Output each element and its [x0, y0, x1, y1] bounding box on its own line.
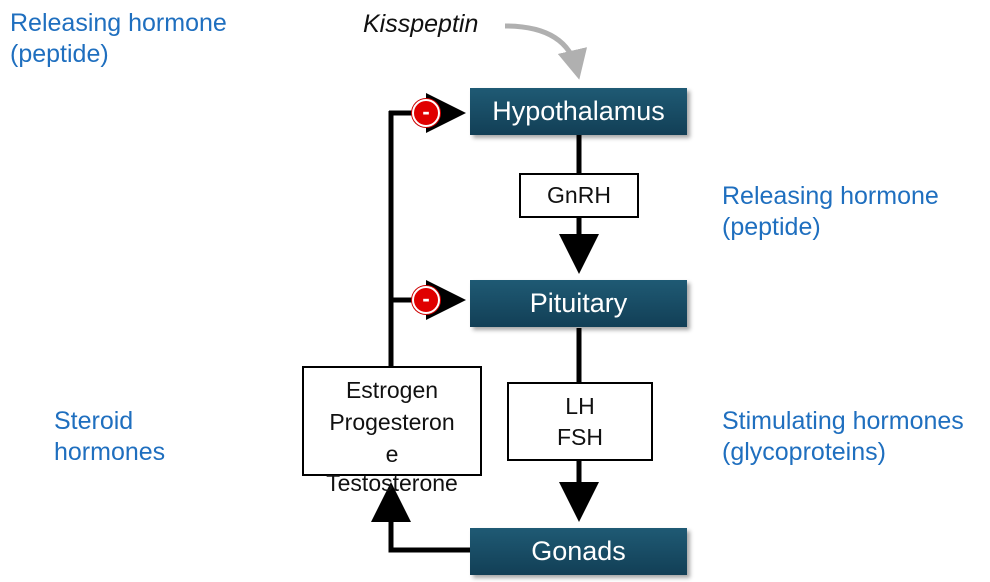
pituitary-label: Pituitary	[529, 288, 628, 318]
progesterone-wrap-label: e	[385, 441, 399, 467]
kisspeptin-label: Kisspeptin	[363, 10, 479, 38]
gnrh-box: GnRH	[519, 173, 639, 218]
lh-label: LH	[565, 393, 595, 419]
inhibition-hypothalamus-icon: -	[412, 99, 440, 127]
gonads-to-steroids-arrow	[371, 482, 470, 553]
stimulating-hormones-label: Stimulating hormones (glycoproteins)	[722, 407, 964, 466]
testosterone-label: Testosterone	[326, 470, 458, 496]
progesterone-label: Progesteron	[329, 409, 455, 435]
steroid-box: Estrogen Progesteron e Testosterone	[302, 366, 482, 496]
gnrh-label: GnRH	[547, 182, 611, 208]
top-left-label: Releasing hormone (peptide)	[10, 9, 227, 68]
hypothalamus-box: Hypothalamus	[470, 88, 687, 135]
fsh-label: FSH	[557, 424, 603, 450]
gonads-box: Gonads	[470, 528, 687, 575]
pituitary-box: Pituitary	[470, 280, 687, 327]
gonads-label: Gonads	[531, 536, 626, 566]
inhibition-pituitary-icon: -	[412, 286, 440, 314]
lh-fsh-box: LH FSH	[507, 382, 653, 461]
steroid-hormones-label: Steroid hormones	[54, 407, 166, 466]
releasing-hormone-label: Releasing hormone (peptide)	[722, 182, 939, 241]
kisspeptin-arrow	[504, 23, 588, 80]
estrogen-label: Estrogen	[345, 377, 439, 403]
hypothalamus-label: Hypothalamus	[492, 96, 665, 126]
